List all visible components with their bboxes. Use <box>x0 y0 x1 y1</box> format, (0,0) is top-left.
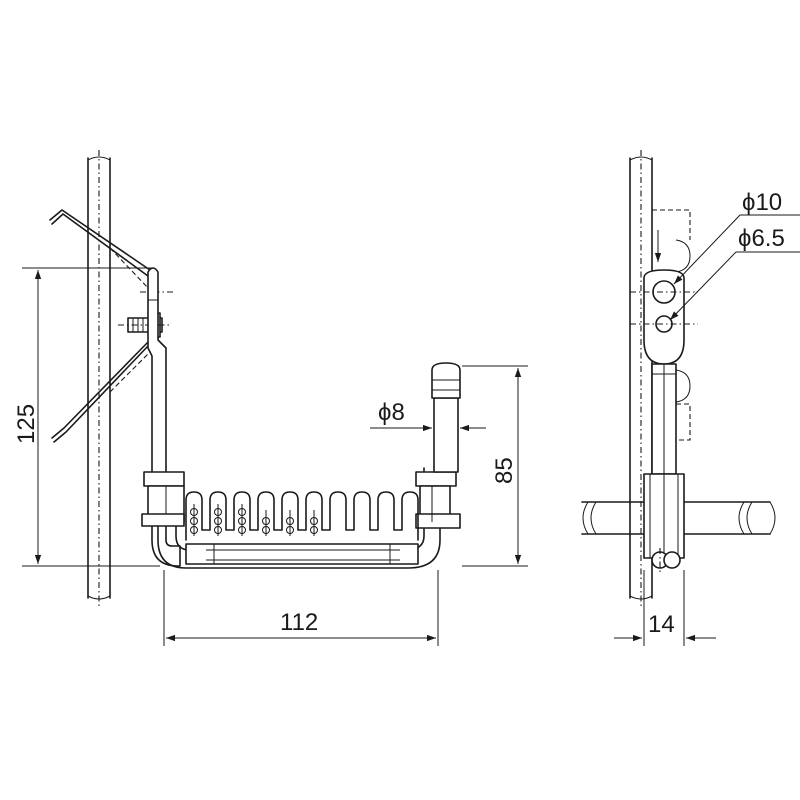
dim-rod-phi8: ϕ8 <box>370 399 486 432</box>
front-pipe <box>87 150 111 606</box>
dim-label-14: 14 <box>648 611 675 638</box>
dim-label-phi8: ϕ8 <box>378 399 405 426</box>
dim-height-85: 85 <box>462 365 528 567</box>
bolt-assembly <box>118 291 175 338</box>
dim-label-125: 125 <box>13 404 40 444</box>
dim-hole-phi10: ϕ10 <box>673 189 800 285</box>
dim-width-112: 112 <box>163 570 439 646</box>
dim-label-112: 112 <box>280 609 318 636</box>
dim-height-125: 125 <box>13 267 160 567</box>
spring-clip <box>49 209 151 443</box>
dim-label-phi10: ϕ10 <box>742 189 782 216</box>
side-lower-clamp <box>643 473 685 574</box>
side-stem <box>651 363 677 475</box>
right-clamp <box>415 471 461 529</box>
u-holder <box>157 467 441 569</box>
side-view: ϕ10 ϕ6.5 14 <box>581 150 800 646</box>
side-clip-head <box>630 230 698 365</box>
comb-fingers <box>185 491 419 541</box>
dim-label-phi6-5: ϕ6.5 <box>738 225 785 252</box>
left-clamp <box>141 471 185 527</box>
dim-hole-phi6-5: ϕ6.5 <box>669 225 800 321</box>
finger-holes <box>190 504 318 536</box>
side-dashed-outline <box>652 209 691 441</box>
dim-label-85: 85 <box>491 457 518 484</box>
dim-thickness-14: 14 <box>614 570 716 646</box>
right-rod <box>431 362 461 473</box>
front-view: 125 112 85 ϕ8 <box>13 150 528 646</box>
